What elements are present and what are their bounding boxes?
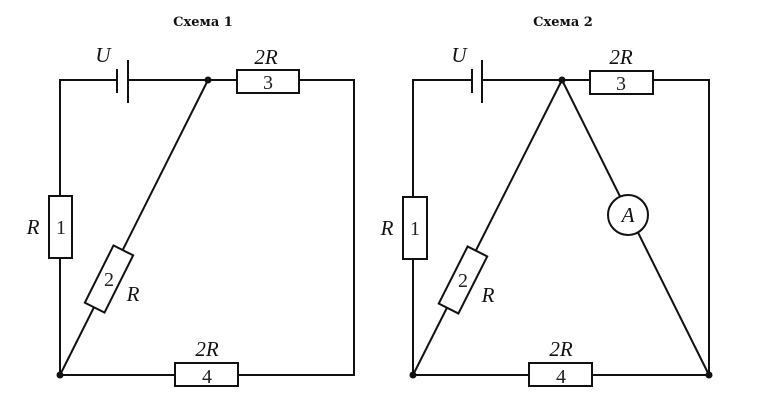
- resistor-value: R: [26, 215, 40, 239]
- battery: U: [451, 43, 483, 103]
- resistor-value: R: [481, 283, 495, 307]
- resistor-number: 3: [616, 73, 626, 95]
- resistor-4: 4 2R: [528, 337, 593, 388]
- resistor-value: 2R: [549, 337, 573, 361]
- resistor-value: R: [380, 216, 394, 240]
- resistor-value: 2R: [609, 45, 633, 69]
- ammeter-label: A: [620, 203, 635, 227]
- battery: U: [95, 43, 129, 103]
- wires: [59, 79, 355, 376]
- battery-label: U: [451, 43, 468, 67]
- junction-node: [56, 371, 64, 379]
- resistor-value: 2R: [195, 337, 219, 361]
- battery-label: U: [95, 43, 112, 67]
- junction-node: [409, 371, 417, 379]
- resistor-3: 3 2R: [589, 45, 654, 95]
- scheme-2: Схема 2 U A 1 R 2 R: [380, 15, 713, 388]
- resistor-1: 1 R: [380, 196, 428, 260]
- junction-node: [204, 76, 212, 84]
- resistor-number: 1: [410, 218, 420, 240]
- resistor-number: 4: [556, 366, 566, 388]
- resistor-number: 2: [104, 269, 114, 291]
- scheme-2-title: Схема 2: [533, 15, 593, 30]
- resistor-1: 1 R: [26, 195, 73, 259]
- resistor-4: 4 2R: [174, 337, 239, 388]
- scheme-1-title: Схема 1: [173, 15, 233, 30]
- scheme-1: Схема 1 U 1 R 2 R 3 2R: [26, 15, 355, 388]
- ammeter: A: [607, 194, 649, 236]
- resistor-value: R: [126, 282, 140, 306]
- resistor-2: 2 R: [83, 244, 140, 314]
- junction-node: [558, 76, 566, 84]
- resistor-2: 2 R: [437, 245, 495, 315]
- resistor-number: 4: [202, 366, 212, 388]
- resistor-number: 3: [263, 72, 273, 94]
- resistor-number: 2: [458, 270, 468, 292]
- junction-node: [705, 371, 713, 379]
- wires: [412, 79, 710, 376]
- resistor-value: 2R: [254, 45, 278, 69]
- resistor-number: 1: [56, 217, 66, 239]
- resistor-3: 3 2R: [236, 45, 300, 94]
